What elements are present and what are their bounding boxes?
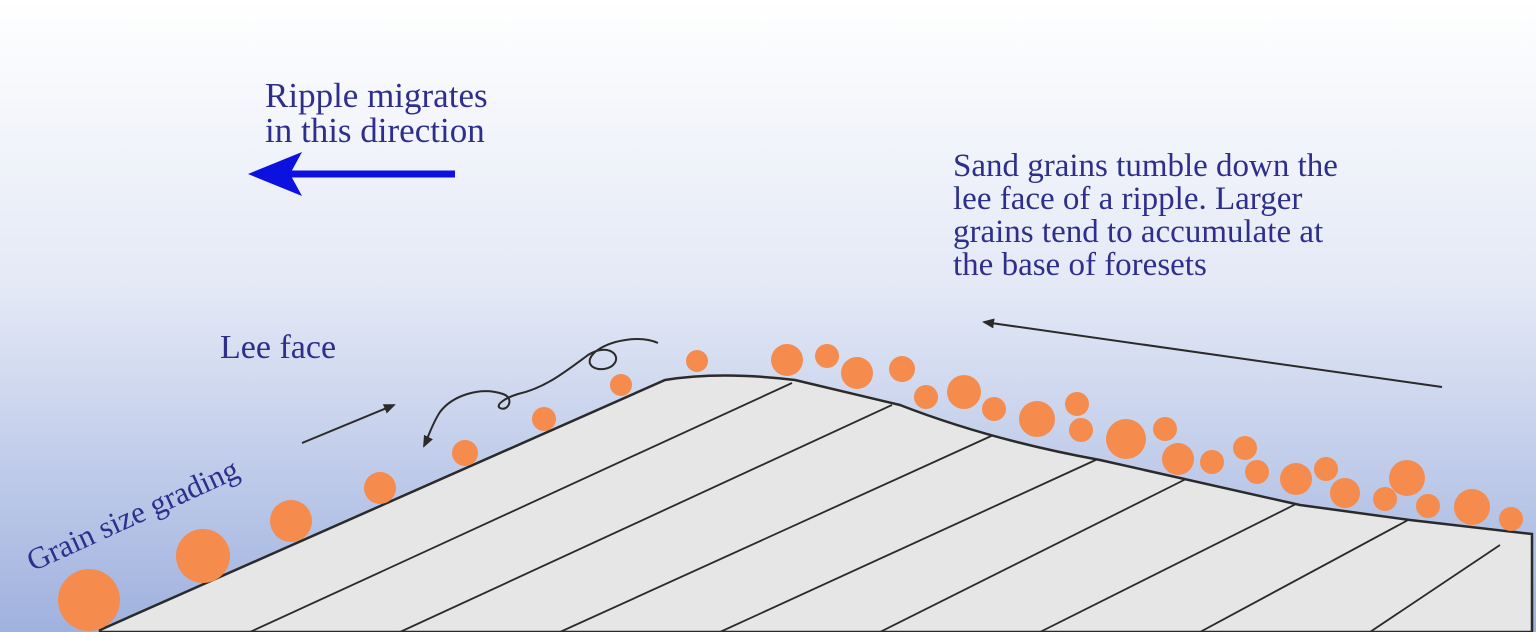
tumble-arrow-icon xyxy=(423,338,659,448)
grain xyxy=(1106,419,1146,459)
foreset-line xyxy=(559,431,1001,632)
grain xyxy=(1200,450,1224,474)
migration-label: Ripple migrates in this direction xyxy=(265,78,488,148)
grain xyxy=(270,500,312,542)
sand-grains-label: Sand grains tumble down the lee face of … xyxy=(953,150,1338,282)
grain xyxy=(1065,392,1089,416)
grain xyxy=(947,375,981,409)
grain xyxy=(532,407,556,431)
grain xyxy=(1373,487,1397,511)
sand-grains xyxy=(58,344,1523,631)
migration-label-line: Ripple migrates xyxy=(265,76,488,115)
grain xyxy=(1314,457,1338,481)
grain xyxy=(1280,463,1312,495)
grain xyxy=(364,472,396,504)
sand-grains-label-line: lee face of a ripple. Larger xyxy=(953,181,1303,217)
sand-grains-label-line: Sand grains tumble down the xyxy=(953,148,1338,184)
grain xyxy=(1499,507,1523,531)
migration-arrow-icon xyxy=(248,152,455,196)
foreset-line xyxy=(249,382,793,632)
foreset-line xyxy=(399,404,893,632)
grain xyxy=(1153,417,1177,441)
stoss-arrow-icon xyxy=(982,318,1443,388)
foreset-line xyxy=(879,476,1191,632)
grain xyxy=(1162,443,1194,475)
grain xyxy=(1233,436,1257,460)
grain xyxy=(1454,489,1490,525)
grain xyxy=(889,356,915,382)
grain xyxy=(1019,401,1055,437)
grain xyxy=(610,374,632,396)
grain xyxy=(58,569,120,631)
grain xyxy=(1330,478,1360,508)
grain xyxy=(1245,460,1269,484)
grain xyxy=(841,357,873,389)
migration-label-line: in this direction xyxy=(265,111,485,150)
grain xyxy=(914,385,938,409)
sand-grains-label-line: the base of foresets xyxy=(953,247,1207,283)
foreset-line xyxy=(1369,544,1501,632)
grain xyxy=(982,397,1006,421)
grain xyxy=(1389,460,1425,496)
ripple-body xyxy=(98,374,1534,632)
foreset-laminae xyxy=(249,382,1501,632)
grain xyxy=(1069,418,1093,442)
grain xyxy=(176,529,230,583)
grain xyxy=(686,350,708,372)
grain xyxy=(815,344,839,368)
grain xyxy=(771,344,803,376)
lee-face-label: Lee face xyxy=(220,329,337,366)
grain xyxy=(452,440,478,466)
foreset-line xyxy=(1199,518,1411,632)
foreset-line xyxy=(719,457,1101,632)
sand-grains-label-line: grains tend to accumulate at xyxy=(953,214,1324,250)
foreset-line xyxy=(1039,501,1301,632)
grading-arrow-icon xyxy=(301,404,396,444)
grain xyxy=(1416,494,1440,518)
